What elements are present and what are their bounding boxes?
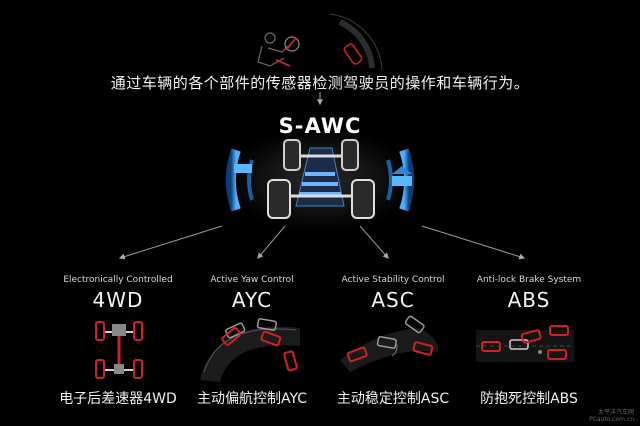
system-4wd: Electronically Controlled 4WD [43, 275, 193, 312]
driver-steering-icon [257, 32, 300, 67]
intro-caption: 通过车辆的各个部件的传感器检测驾驶员的操作和车辆行为。 [110, 74, 530, 92]
system-abs: Anti-lock Brake System ABS [454, 275, 604, 312]
watermark-line1: 太平洋汽车网 [597, 409, 634, 416]
sawc-logo-text: S-AWC [278, 114, 362, 138]
system-4wd-abbr: 4WD [92, 288, 144, 312]
caption-ayc-cn: 主动偏航控制AYC [196, 391, 308, 407]
watermark: 太平洋汽车网 PCauto.com.cn [589, 409, 634, 423]
system-asc-abbr: ASC [371, 288, 415, 312]
system-asc: Active Stability Control ASC [318, 275, 468, 312]
system-abs-abbr: ABS [507, 288, 551, 312]
system-asc-en: Active Stability Control [341, 275, 445, 285]
system-abs-en: Anti-lock Brake System [476, 275, 582, 285]
asc-swerving-cars-icon [340, 315, 439, 372]
system-ayc: Active Yaw Control AYC [177, 275, 327, 312]
watermark-line2: PCauto.com.cn [589, 416, 634, 423]
awc-chassis-icon [225, 128, 415, 232]
abs-braking-cars-icon [476, 325, 574, 362]
system-ayc-en: Active Yaw Control [210, 275, 294, 285]
system-4wd-en: Electronically Controlled [63, 275, 173, 285]
system-ayc-abbr: AYC [231, 288, 273, 312]
4wd-drivetrain-icon [95, 321, 143, 379]
caption-asc-cn: 主动稳定控制ASC [336, 391, 450, 407]
caption-4wd-cn: 电子后差速器4WD [59, 391, 177, 407]
car-top-view-icon [329, 13, 383, 71]
ayc-cornering-cars-icon [200, 318, 300, 382]
caption-abs-cn: 防抱死控制ABS [480, 391, 578, 407]
connector-arrows [118, 225, 526, 260]
